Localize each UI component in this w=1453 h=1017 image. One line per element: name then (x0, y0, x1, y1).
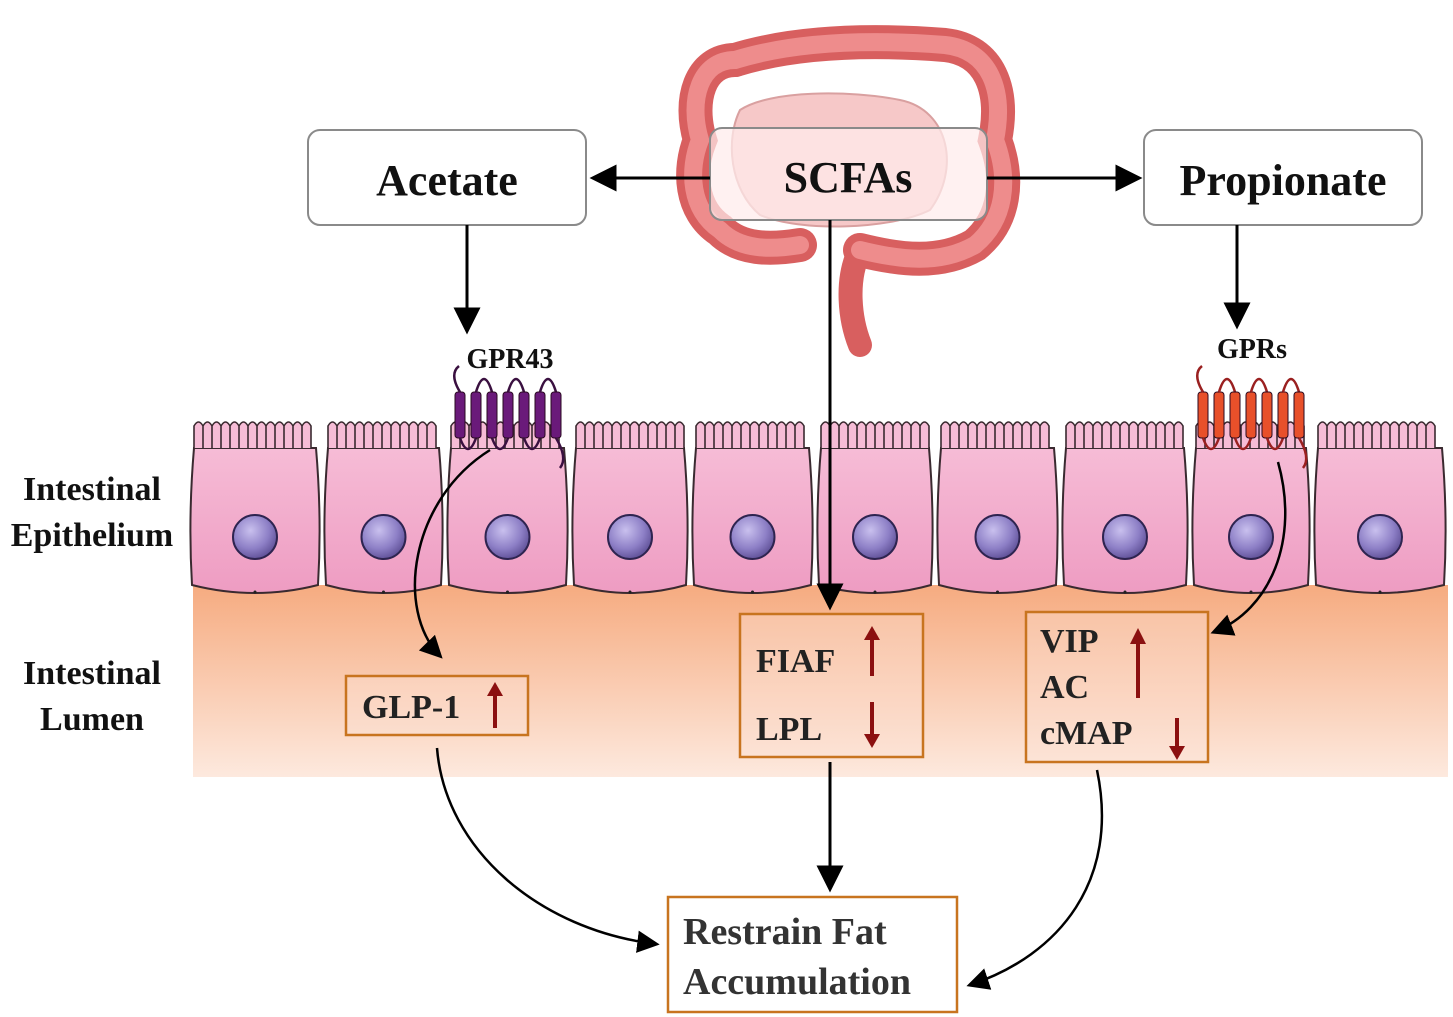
propionate-label: Propionate (1180, 156, 1387, 205)
receptor-c-terminus (1297, 437, 1308, 469)
vip-ac-up-arrow (1130, 628, 1146, 698)
cell-dot (751, 590, 754, 594)
transmembrane-helix (1213, 391, 1225, 439)
receptor-loop (474, 377, 494, 393)
microvilli (575, 421, 685, 448)
gpr43-label: GPR43 (466, 344, 553, 375)
cell-dot (1378, 590, 1382, 594)
transmembrane-helix (1261, 391, 1273, 439)
vip-label: VIP (1040, 623, 1099, 660)
glp1-up-arrow (487, 682, 503, 728)
propionate-box (1143, 129, 1423, 226)
outcome-line1: Restrain Fat (683, 911, 887, 953)
cell-nucleus (232, 514, 278, 560)
microvilli (1065, 421, 1184, 448)
cell-dot (873, 590, 877, 594)
transmembrane-helix (454, 391, 466, 439)
transmembrane-helix (502, 391, 514, 439)
microvilli (695, 421, 805, 448)
cell-dot (506, 590, 509, 594)
cell-nucleus (607, 514, 653, 560)
ac-label: AC (1040, 669, 1089, 706)
fiaf-label: FIAF (756, 643, 835, 680)
cell-dot (382, 590, 385, 594)
fiaf-up-arrow (864, 626, 880, 676)
receptor-n-terminus (1196, 365, 1205, 393)
cell-nucleus (1357, 514, 1403, 560)
microvilli (1317, 421, 1436, 448)
receptor-loop (1201, 437, 1221, 451)
cell-nucleus (1102, 514, 1148, 560)
lpl-label: LPL (756, 711, 822, 748)
transmembrane-helix (1293, 391, 1305, 439)
lumen-label-line2: Lumen (40, 701, 144, 738)
receptor-loop (1249, 377, 1269, 393)
epithelium-cells (189, 421, 1447, 594)
acetate-label: Acetate (376, 156, 518, 205)
gprs-label: GPRs (1217, 334, 1287, 365)
cell-dot (996, 590, 999, 594)
receptor-loop (538, 377, 558, 393)
epithelium-label-line1: Intestinal (23, 471, 161, 508)
cell-nucleus (852, 514, 898, 560)
cell-dot (1123, 590, 1127, 594)
receptor-loop (490, 437, 510, 451)
scfas-box (709, 127, 988, 221)
glp1-label: GLP-1 (362, 689, 460, 726)
receptor-loop (1233, 437, 1253, 451)
lpl-down-arrow (864, 702, 880, 748)
microvilli (940, 421, 1050, 448)
epithelium-label-line2: Epithelium (11, 517, 173, 554)
scfas-label: SCFAs (784, 153, 913, 202)
transmembrane-helix (470, 391, 482, 439)
transmembrane-helix (486, 391, 498, 439)
receptor-loop (458, 437, 478, 451)
receptor-c-terminus (554, 437, 565, 469)
acetate-box (307, 129, 587, 226)
glp1-box (344, 674, 530, 737)
transmembrane-helix (534, 391, 546, 439)
receptor-loop (1217, 377, 1237, 393)
receptor-n-terminus (453, 365, 462, 393)
transmembrane-helix (550, 391, 562, 439)
receptor-loop (1265, 437, 1285, 451)
arrow-gprs-to-vip (1210, 461, 1287, 636)
gpr43-receptor (453, 365, 565, 469)
cell-dot (1249, 590, 1253, 594)
cmap-label: cMAP (1040, 715, 1133, 752)
cell-dot (628, 590, 632, 594)
cell-nucleus (360, 514, 407, 560)
arrow-gpr43-to-glp1 (413, 448, 491, 659)
outcome-box (666, 895, 959, 1014)
transmembrane-helix (1229, 391, 1241, 439)
transmembrane-helix (1245, 391, 1257, 439)
receptor-loop (522, 437, 542, 451)
cell-nucleus (484, 514, 531, 560)
cell-nucleus (1228, 514, 1274, 560)
transmembrane-helix (518, 391, 530, 439)
receptor-loop (1281, 377, 1301, 393)
arrow-glp1-to-outcome (435, 747, 660, 953)
gprs-receptor (1196, 365, 1308, 469)
lumen-label-line1: Intestinal (23, 655, 161, 692)
microvilli (193, 421, 312, 448)
cmap-down-arrow (1169, 718, 1185, 760)
arrow-vip-to-outcome (966, 769, 1104, 990)
microvilli (820, 421, 930, 448)
transmembrane-helix (1197, 391, 1209, 439)
transmembrane-helix (1277, 391, 1289, 439)
cell-nucleus (729, 514, 776, 560)
receptor-loop (506, 377, 526, 393)
outcome-line2: Accumulation (683, 961, 911, 1003)
cell-dot (253, 590, 257, 594)
microvilli (327, 421, 437, 448)
cell-nucleus (974, 514, 1021, 560)
fiaf-lpl-box (738, 612, 925, 759)
